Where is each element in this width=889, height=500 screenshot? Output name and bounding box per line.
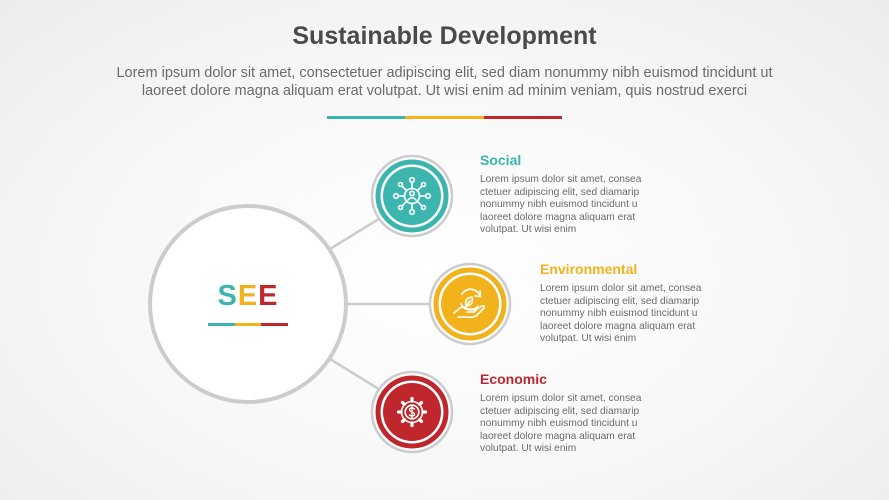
connector-social — [329, 215, 383, 251]
environmental-desc-line: laoreet dolore magna aliquam erat — [540, 320, 696, 332]
hub-underline-yellow — [235, 323, 261, 326]
economic-desc-line: nonummy nibh euismod tincidunt u — [480, 418, 638, 430]
connector-economic — [329, 357, 383, 393]
environmental-desc-line: Lorem ipsum dolor sit amet, consea — [540, 283, 702, 294]
social-heading: Social — [480, 152, 522, 168]
title-divider-teal — [327, 116, 405, 119]
environmental-desc-line: volutpat. Ut wisi enim — [540, 333, 637, 345]
economic-desc-line: ctetuer adipiscing elit, sed diamarip — [480, 405, 640, 417]
economic-heading: Economic — [480, 371, 547, 387]
social-desc-line: laoreet dolore magna aliquam erat — [480, 211, 636, 223]
social-desc-line: volutpat. Ut wisi enim — [480, 224, 577, 236]
economic-desc-line: volutpat. Ut wisi enim — [480, 443, 577, 455]
hub-circle — [148, 204, 348, 404]
title-divider-red — [484, 116, 562, 119]
hub-label: SEE — [188, 280, 308, 313]
economic-desc-line: laoreet dolore magna aliquam erat — [480, 430, 636, 442]
environmental-desc-line: nonummy nibh euismod tincidunt u — [540, 308, 698, 320]
economic-node — [370, 370, 454, 454]
page-title: Sustainable Development — [292, 22, 597, 50]
gear-dollar-icon — [396, 396, 428, 428]
network-people-icon — [392, 176, 432, 216]
page-subtitle: Lorem ipsum dolor sit amet, consectetuer… — [60, 64, 829, 100]
social-desc-line: nonummy nibh euismod tincidunt u — [480, 199, 638, 211]
subtitle-line-2: laoreet dolore magna aliquam erat volutp… — [141, 83, 748, 99]
environmental-heading: Environmental — [540, 261, 638, 277]
environmental-node — [428, 262, 512, 346]
social-desc-line: ctetuer adipiscing elit, sed diamarip — [480, 186, 640, 198]
economic-desc-line: Lorem ipsum dolor sit amet, consea — [480, 393, 642, 404]
hub-letter-s: S — [217, 280, 238, 312]
environmental-desc-line: ctetuer adipiscing elit, sed diamarip — [540, 295, 700, 307]
subtitle-line-1: Lorem ipsum dolor sit amet, consectetuer… — [116, 65, 773, 81]
social-description: Lorem ipsum dolor sit amet, consea ctetu… — [480, 174, 675, 237]
environmental-description: Lorem ipsum dolor sit amet, consea ctetu… — [540, 283, 735, 346]
social-node — [370, 154, 454, 238]
hub-underline-teal — [208, 323, 235, 326]
hub-letter-e1: E — [237, 280, 259, 312]
hub-letter-e2: E — [258, 280, 279, 312]
economic-description: Lorem ipsum dolor sit amet, consea ctetu… — [480, 393, 675, 456]
hand-leaf-icon — [453, 288, 486, 319]
social-desc-line: Lorem ipsum dolor sit amet, consea — [480, 174, 642, 185]
hub-underline-red — [261, 323, 288, 326]
title-divider — [327, 116, 562, 119]
title-divider-yellow — [405, 116, 484, 119]
